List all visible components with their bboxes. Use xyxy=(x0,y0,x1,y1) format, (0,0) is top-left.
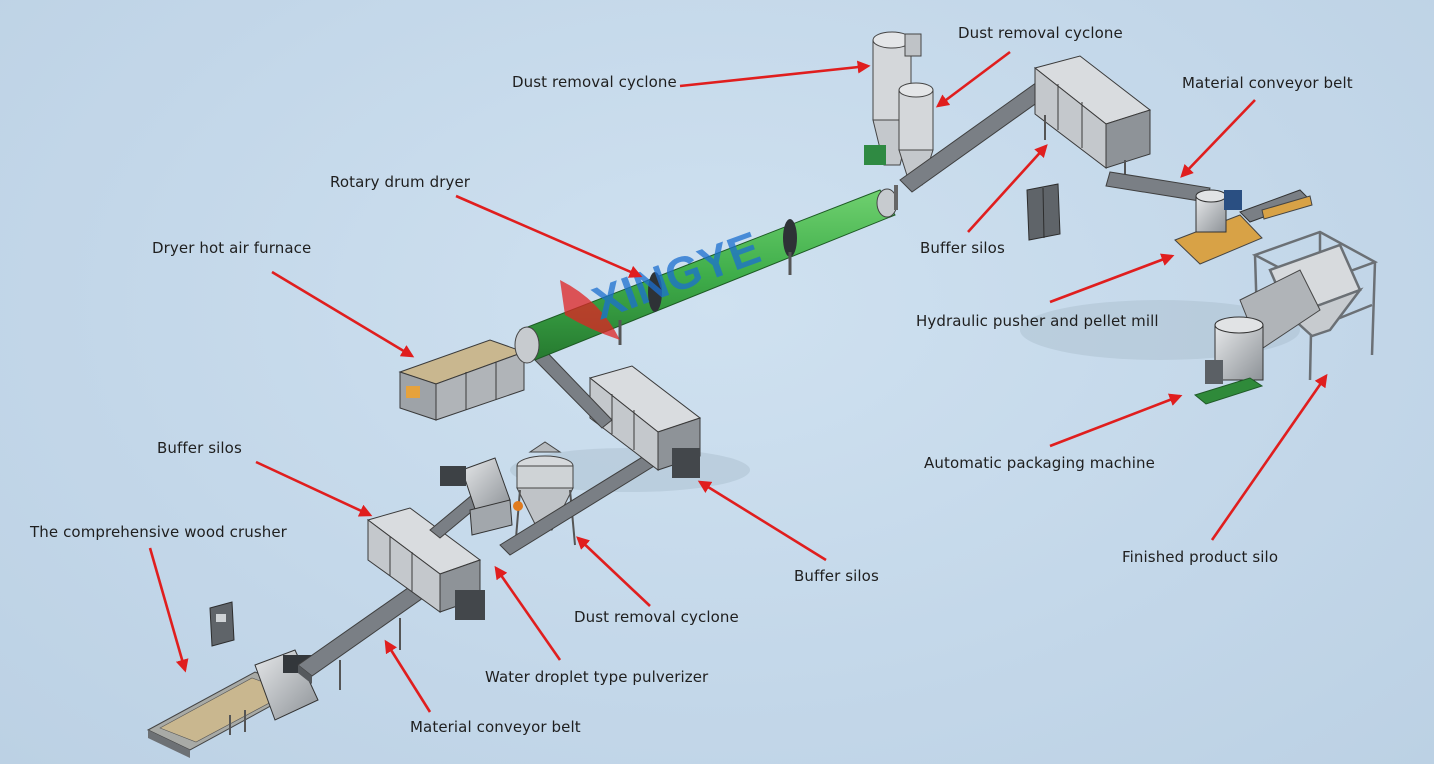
label-buffer-silos-mid: Buffer silos xyxy=(794,567,879,585)
dust-cyclone-lower xyxy=(513,441,576,551)
buffer-silo-upper xyxy=(1033,55,1152,185)
arrow-hydraulic-pellet xyxy=(1049,253,1175,304)
buffer-silo-left xyxy=(366,507,485,620)
arrow-material-belt-bottom xyxy=(384,639,432,713)
hot-air-furnace xyxy=(398,339,526,421)
arrow-buffer-silos-top xyxy=(967,144,1048,233)
arrow-material-belt-top xyxy=(1180,99,1256,178)
control-cabinet-left xyxy=(209,601,235,647)
arrow-buffer-silos-mid xyxy=(697,480,827,562)
label-dust-cyclone-top: Dust removal cyclone xyxy=(958,24,1123,42)
label-water-pulverizer: Water droplet type pulverizer xyxy=(485,668,709,686)
buffer-silo-middle xyxy=(588,365,702,478)
label-material-belt-top: Material conveyor belt xyxy=(1182,74,1353,92)
pellet-mill xyxy=(1174,189,1313,265)
label-hot-air-furnace: Dryer hot air furnace xyxy=(152,239,312,257)
label-buffer-silos-left: Buffer silos xyxy=(157,439,242,457)
label-wood-crusher: The comprehensive wood crusher xyxy=(30,523,287,541)
dust-cyclone-upper xyxy=(864,31,934,210)
wood-crusher-machine xyxy=(146,649,319,758)
arrow-dust-cyclone-top xyxy=(935,50,1011,108)
arrow-rotary-dryer xyxy=(455,194,643,278)
arrow-dust-cyclone-bottom xyxy=(576,536,651,607)
arrow-hot-air-furnace xyxy=(271,270,415,358)
control-cabinet-right xyxy=(1026,183,1061,241)
label-material-belt-bottom: Material conveyor belt xyxy=(410,718,581,736)
label-finished-silo: Finished product silo xyxy=(1122,548,1279,566)
label-dust-cyclone-bottom: Dust removal cyclone xyxy=(574,608,739,626)
svg-text:XINGYE: XINGYE xyxy=(586,221,767,329)
arrow-finished-silo xyxy=(1210,373,1328,541)
rotary-drum-dryer xyxy=(514,188,898,364)
watermark-logo: XINGYE xyxy=(560,221,767,340)
arrow-water-pulverizer xyxy=(494,565,562,661)
arrow-auto-packaging xyxy=(1049,393,1183,448)
label-hydraulic-pellet: Hydraulic pusher and pellet mill xyxy=(916,312,1159,330)
label-rotary-dryer: Rotary drum dryer xyxy=(330,173,471,191)
label-auto-packaging: Automatic packaging machine xyxy=(924,454,1155,472)
arrow-dust-cyclone-left xyxy=(679,60,871,88)
arrow-buffer-silos-left xyxy=(255,460,373,517)
label-buffer-silos-top: Buffer silos xyxy=(920,239,1005,257)
automatic-packaging-machine xyxy=(1193,316,1264,405)
label-dust-cyclone-left: Dust removal cyclone xyxy=(512,73,677,91)
arrow-wood-crusher xyxy=(148,547,189,673)
water-droplet-pulverizer xyxy=(440,457,513,536)
callout-arrows xyxy=(148,50,1328,713)
